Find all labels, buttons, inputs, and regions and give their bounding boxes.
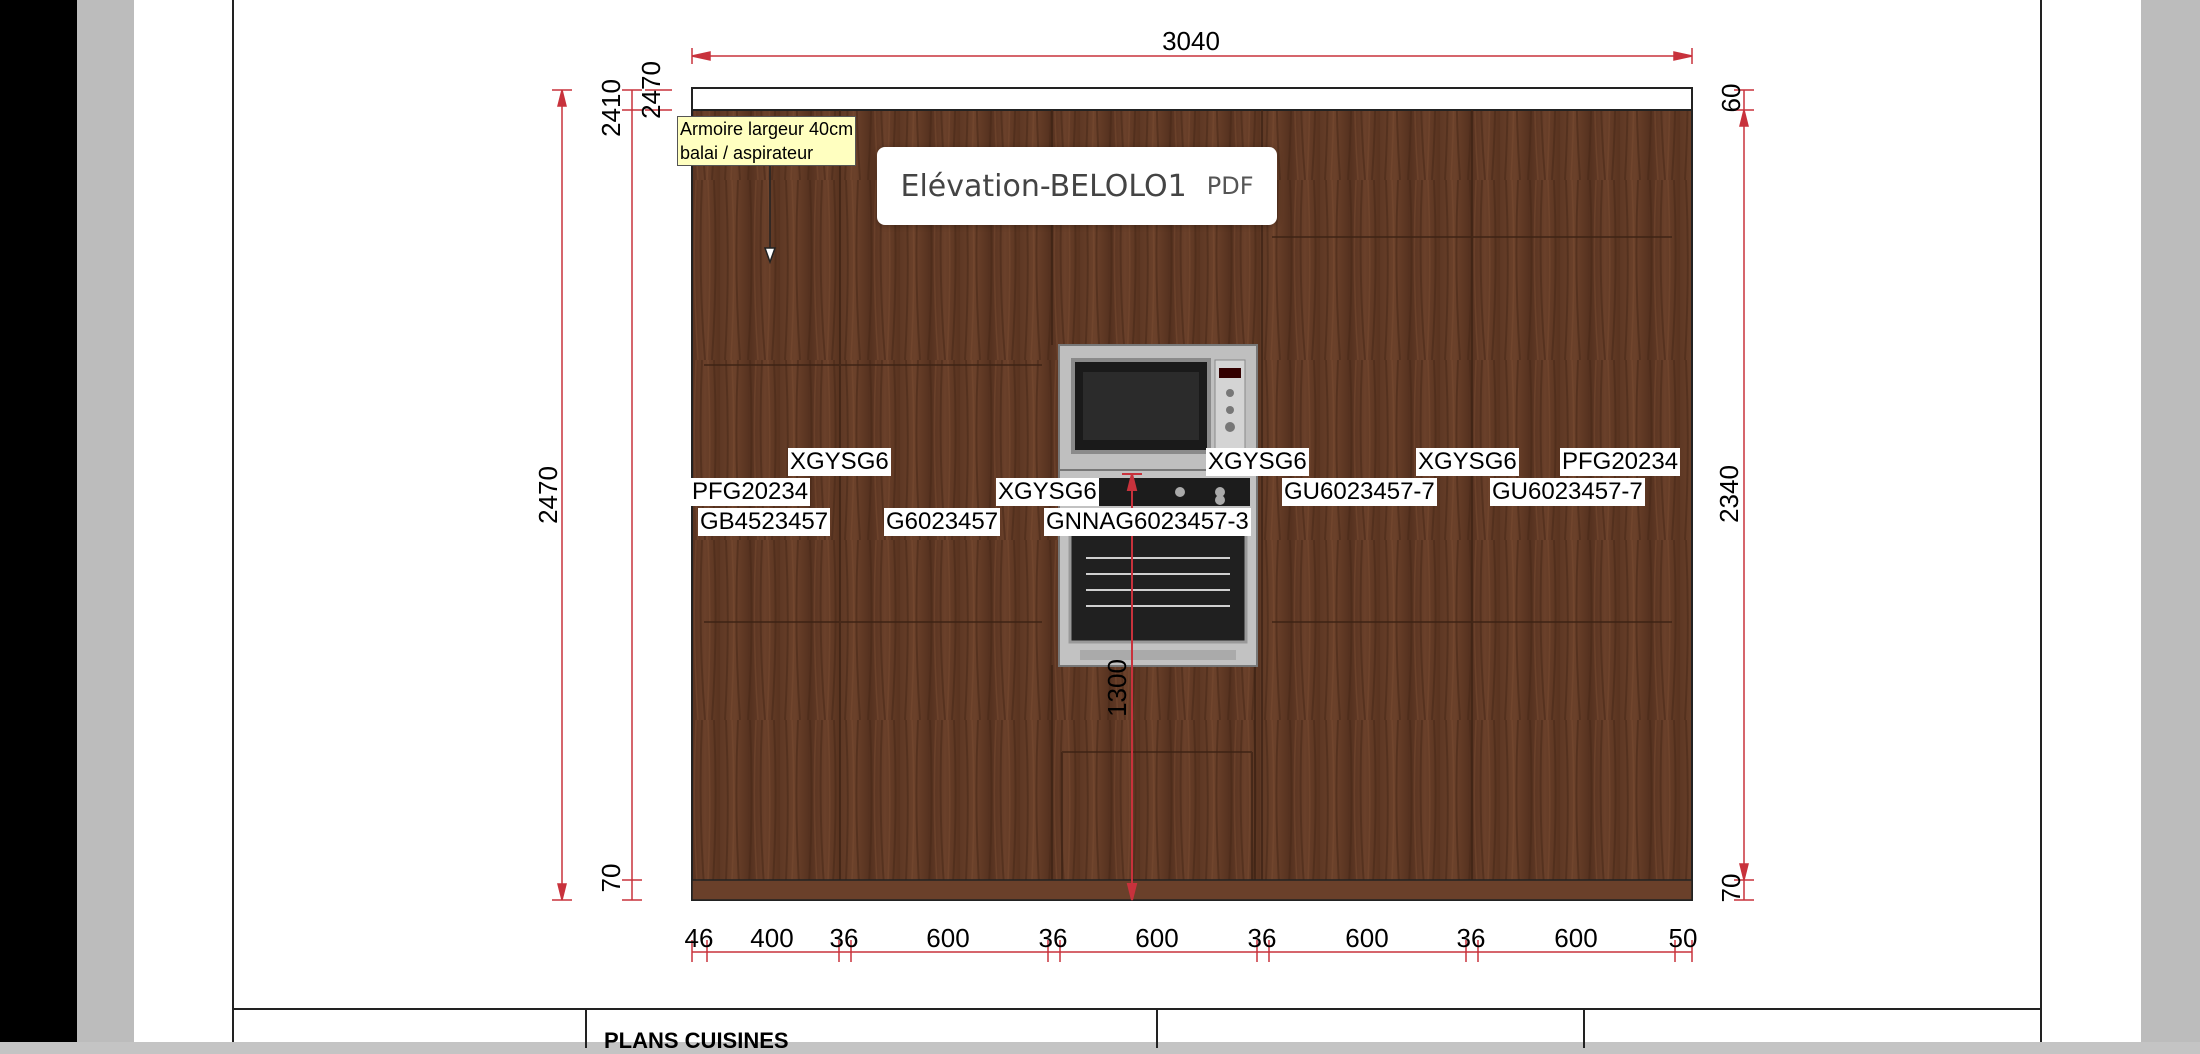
cabinet-note: Armoire largeur 40cm balai / aspirateur [677,116,857,166]
left-dimensions [552,89,672,901]
ref-tag: PFG20234 [690,478,811,506]
dim-bottom-11: 50 [1669,923,1698,953]
viewer-right-gutter [2141,0,2200,1042]
ref-tag: XGYSG6 [996,478,1099,506]
dim-bottom-8: 600 [1345,923,1388,953]
ref-tag: GNNAG6023457-3 [1044,508,1251,536]
dim-right-2340: 2340 [1714,465,1744,523]
dim-bottom-7: 36 [1248,923,1277,953]
ref-tag: XGYSG6 [788,448,891,476]
dim-bottom-5: 36 [1039,923,1068,953]
dim-left-2410: 2410 [596,79,626,137]
viewer-left-gutter [77,0,134,1042]
cabinet-note-line2: balai / aspirateur [680,143,814,163]
dim-oven-height: 1300 [1102,659,1132,717]
title-block-separator [1583,1008,1585,1048]
dim-right-70: 70 [1716,874,1746,903]
dim-left-overall: 2470 [533,466,563,524]
dim-bottom-3: 36 [830,923,859,953]
title-block [232,1008,2042,1050]
panel-dividers [704,110,1672,880]
pdf-filename: Elévation-BELOLO1 [900,168,1187,204]
bottom-dimension-chain [691,940,1693,962]
ref-tag: GU6023457-7 [1490,478,1645,506]
pdf-type-badge: PDF [1206,172,1254,200]
dim-top-width: 3040 [1162,26,1220,56]
title-block-separator [1156,1008,1158,1048]
dim-bottom-6: 600 [1135,923,1178,953]
ref-tag: PFG20234 [1560,448,1681,476]
oven-height-dimension [1122,473,1142,901]
dim-bottom-1: 46 [685,923,714,953]
ref-tag: XGYSG6 [1206,448,1309,476]
dim-bottom-2: 400 [750,923,793,953]
right-dimensions [1734,89,1754,901]
dim-left-2470-top: 2470 [636,61,666,119]
dim-right-60: 60 [1716,84,1746,113]
dim-bottom-4: 600 [926,923,969,953]
note-leader [763,166,777,265]
ref-tag: GB4523457 [698,508,831,536]
dim-bottom-9: 36 [1457,923,1486,953]
ref-tag: GU6023457-7 [1282,478,1437,506]
dim-bottom-10: 600 [1554,923,1597,953]
top-width-dimension [691,48,1693,64]
ref-tag: G6023457 [884,508,1001,536]
top-strip [691,87,1693,111]
title-block-heading: PLANS CUISINES [604,1028,789,1053]
ref-tag: XGYSG6 [1416,448,1519,476]
title-block-separator [585,1008,587,1048]
plinth [691,879,1693,901]
drawing-frame [232,0,2042,1042]
cabinet-note-line1: Armoire largeur 40cm [680,119,854,139]
pdf-filename-popup[interactable]: Elévation-BELOLO1 PDF [877,147,1277,225]
dim-left-70: 70 [596,864,626,893]
viewer-left-margin [0,0,77,1042]
